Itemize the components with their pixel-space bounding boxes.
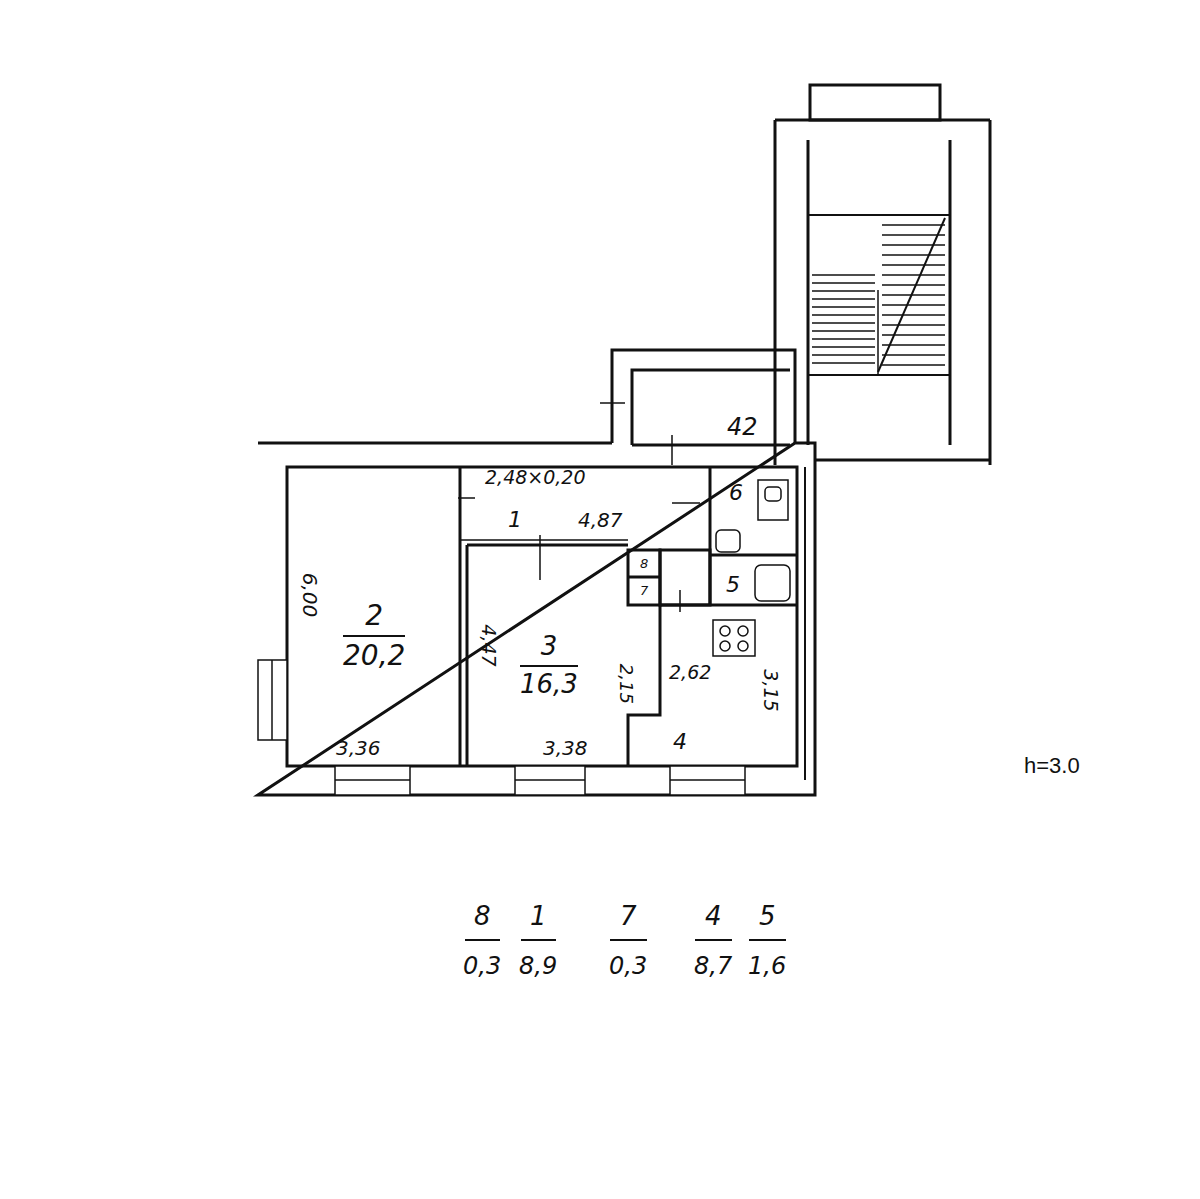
dimension: 2,15 <box>616 664 636 704</box>
room-area: 20,2 <box>343 640 405 672</box>
dimension: 4,47 <box>478 624 499 666</box>
dimension: 4,87 <box>578 509 623 531</box>
dimension: 2,62 <box>669 662 711 683</box>
room: 7 <box>640 584 648 599</box>
room-number: 2 <box>343 600 405 637</box>
room-number: 6 <box>729 480 743 505</box>
room-number: 3 <box>520 632 578 667</box>
table-cell: 1 <box>530 902 547 931</box>
dimension: 3,38 <box>543 737 588 759</box>
room: 4 <box>673 729 687 754</box>
ceiling-height: h=3.0 <box>1024 754 1080 778</box>
room-number: 7 <box>640 584 648 599</box>
table-cell: 0,3 <box>609 953 647 979</box>
room-number: 1 <box>508 507 522 532</box>
table-cell: 5 <box>759 902 776 931</box>
table-cell: 8 <box>474 902 491 931</box>
room-number: 4 <box>673 729 687 754</box>
room: 8 <box>640 557 648 572</box>
room: 6 <box>729 480 743 505</box>
room-number: 42 <box>727 414 758 442</box>
room: 316,3 <box>520 632 578 700</box>
dimension: 3,15 <box>760 669 781 711</box>
table-cell: 8,7 <box>694 953 732 979</box>
room: 42 <box>727 414 758 442</box>
room-number: 5 <box>726 572 740 597</box>
room-area: 16,3 <box>520 670 578 700</box>
table-cell: 4 <box>705 902 722 931</box>
room: 220,2 <box>343 600 405 672</box>
table-cell: 8,9 <box>519 953 557 979</box>
table-cell: 7 <box>620 902 637 931</box>
room-number: 8 <box>640 557 648 572</box>
table-cell: 1,6 <box>748 953 786 979</box>
dimension: 6,00 <box>299 573 321 618</box>
table-cell: 0,3 <box>463 953 501 979</box>
room: 5 <box>726 572 740 597</box>
dimension: 2,48×0,20 <box>485 467 586 488</box>
room: 1 <box>508 507 522 532</box>
dimension: 3,36 <box>336 737 381 759</box>
